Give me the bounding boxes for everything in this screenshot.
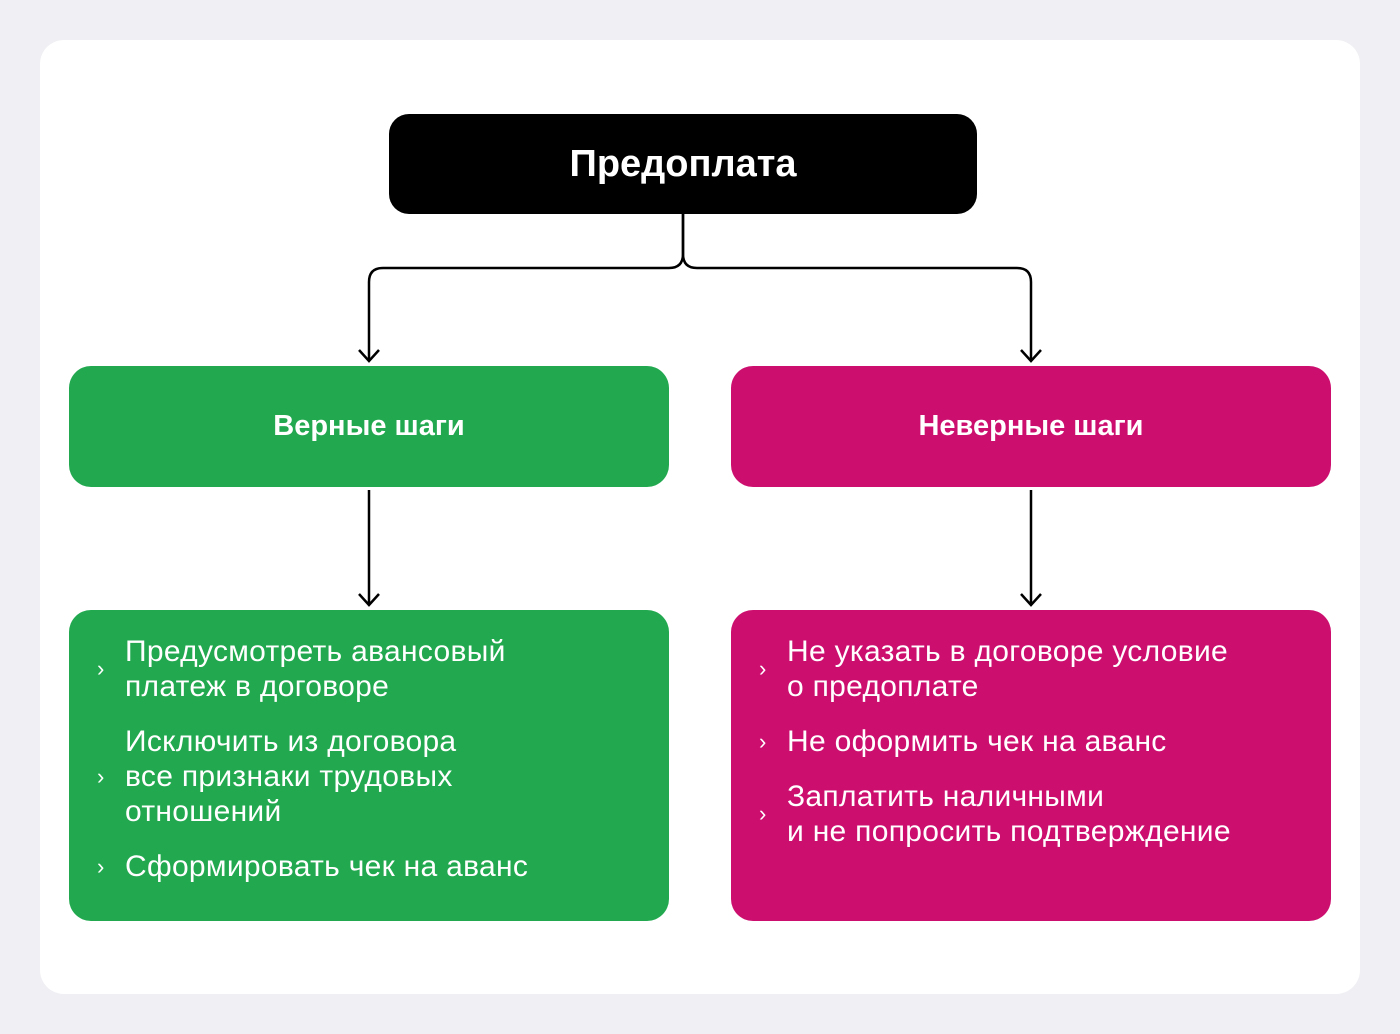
connector-root-right (681, 214, 1033, 360)
list-item: › Не оформить чек на аванс (759, 724, 1301, 759)
chevron-right-icon: › (759, 656, 767, 681)
list-item-text: Не оформить чек на аванс (787, 725, 1167, 758)
list-item-text: Исключить из договора все признаки трудо… (125, 725, 457, 828)
chevron-right-icon: › (759, 728, 767, 754)
wrong-steps-list: › Не указать в договоре условие о предопл… (731, 610, 1331, 921)
connector-root-left (367, 214, 685, 360)
wrong-steps-header: Неверные шаги (731, 366, 1331, 487)
root-label: Предоплата (569, 142, 797, 185)
list-item: › Исключить из договора все признаки труд… (97, 724, 639, 829)
arrow-head-left (358, 349, 380, 363)
chevron-right-icon: › (97, 763, 105, 789)
list-item-text: Предусмотреть авансовый платеж в договор… (125, 635, 506, 703)
arrow-head-right (1020, 349, 1042, 363)
root-node: Предоплата (389, 114, 977, 214)
connector-left-down (358, 490, 380, 607)
chevron-right-icon: › (759, 801, 767, 826)
list-item-text: Сформировать чек на аванс (125, 850, 529, 883)
wrong-steps-label: Неверные шаги (918, 410, 1144, 442)
list-item-text: Заплатить наличными и не попросить подтв… (787, 780, 1231, 848)
chevron-right-icon: › (97, 656, 105, 681)
correct-steps-label: Верные шаги (273, 410, 465, 442)
connector-right-down (1020, 490, 1042, 607)
list-item: › Предусмотреть авансовый платеж в догово… (97, 634, 639, 704)
list-item: › Не указать в договоре условие о предопл… (759, 634, 1301, 704)
correct-steps-header: Верные шаги (69, 366, 669, 487)
list-item: › Заплатить наличными и не попросить подт… (759, 779, 1301, 849)
list-item: › Сформировать чек на аванс (97, 849, 639, 884)
chevron-right-icon: › (97, 853, 105, 879)
correct-steps-list: › Предусмотреть авансовый платеж в догово… (69, 610, 669, 921)
list-item-text: Не указать в договоре условие о предопла… (787, 635, 1228, 703)
